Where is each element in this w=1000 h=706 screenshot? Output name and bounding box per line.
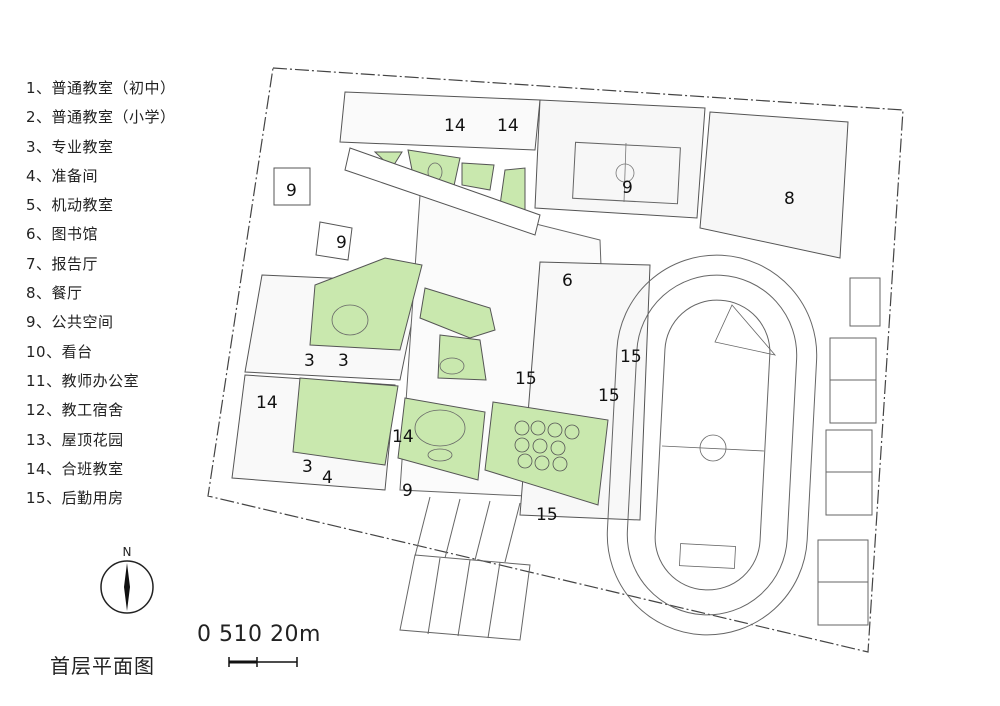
legend-item: 5、机动教室	[26, 196, 114, 215]
legend-item: 13、屋顶花园	[26, 430, 124, 449]
room-label: 9	[622, 178, 633, 198]
room-label: 3	[338, 351, 349, 371]
north-label: N	[122, 545, 132, 559]
legend: 1、普通教室（初中） 2、普通教室（小学） 3、专业教室 4、准备间 5、机动教…	[26, 74, 226, 513]
basketball-court-indoor	[572, 141, 681, 205]
room-label: 15	[536, 505, 558, 525]
room-labels: 14 14 9 8 9 9 6 3 3 15 15 15 14 14 3 4 9…	[256, 116, 795, 525]
room-label: 4	[322, 468, 333, 488]
north-arrow: N	[98, 545, 156, 615]
room-label: 15	[598, 386, 620, 406]
room-label: 14	[256, 393, 278, 413]
room-label: 14	[497, 116, 519, 136]
small-pavilion-nw	[273, 167, 311, 206]
room-label: 9	[402, 481, 413, 501]
scale-bar: 0 510 20m	[197, 622, 347, 672]
north-arrow-icon	[100, 560, 154, 614]
room-label: 9	[286, 181, 297, 201]
room-label: 14	[444, 116, 466, 136]
running-track	[606, 254, 818, 636]
legend-item: 3、专业教室	[26, 137, 114, 156]
site-boundary	[207, 67, 904, 653]
room-label: 3	[302, 457, 313, 477]
gym-building	[534, 99, 706, 219]
legend-item: 1、普通教室（初中）	[26, 79, 176, 97]
room-label: 15	[515, 369, 537, 389]
canteen-building	[699, 111, 849, 259]
legend-item: 12、教工宿舍	[26, 401, 124, 420]
entrance-steps	[399, 496, 531, 641]
room-label: 15	[620, 347, 642, 367]
legend-item: 10、看台	[26, 342, 93, 361]
scale-label: 0 510 20m	[197, 622, 321, 647]
planter-circles	[514, 420, 580, 472]
legend-item: 8、餐厅	[26, 284, 83, 303]
legend-item: 6、图书馆	[26, 225, 99, 244]
legend-item: 7、报告厅	[26, 254, 99, 273]
small-pavilion-center	[315, 221, 353, 261]
room-label: 14	[392, 427, 414, 447]
legend-item: 2、普通教室（小学）	[26, 108, 176, 127]
legend-item: 14、合班教室	[26, 459, 124, 478]
room-label: 3	[304, 351, 315, 371]
legend-item: 15、后勤用房	[26, 489, 124, 508]
diagonal-corridor	[344, 147, 541, 236]
legend-item: 4、准备间	[26, 166, 99, 185]
legend-item: 11、教师办公室	[26, 371, 140, 390]
room-label: 8	[784, 189, 795, 209]
north-building	[339, 91, 541, 151]
room-label: 9	[336, 233, 347, 253]
room-label: 6	[562, 271, 573, 291]
legend-item: 9、公共空间	[26, 313, 114, 332]
drawing-title: 首层平面图	[50, 654, 155, 678]
outdoor-courts	[817, 277, 881, 626]
scale-bar-icon	[228, 657, 298, 667]
